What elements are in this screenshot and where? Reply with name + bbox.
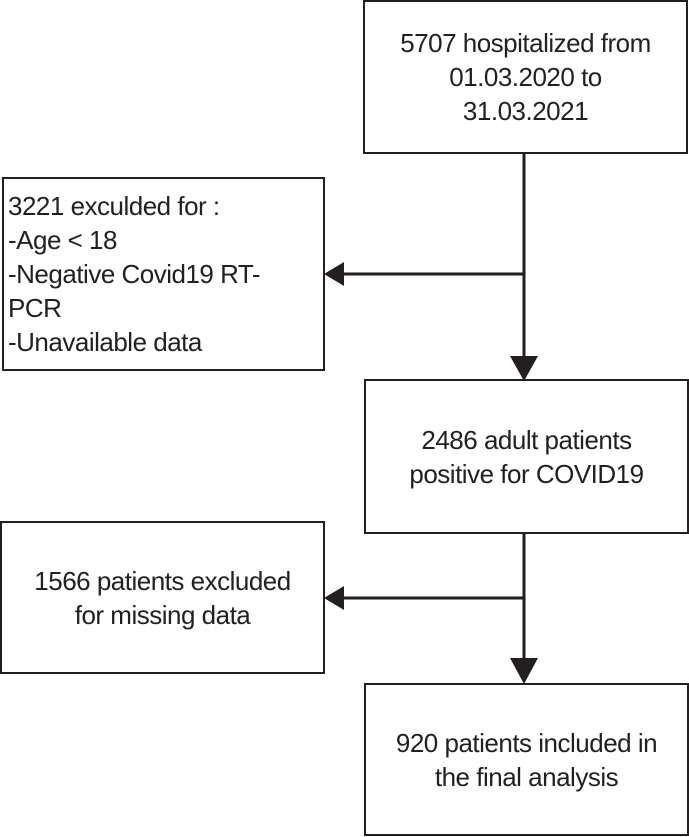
node-adult-positive-text: 2486 adult patients positive for COVID19 (409, 424, 644, 489)
node-excluded-first: 3221 exculded for : -Age < 18 -Negative … (2, 177, 325, 371)
node-hospitalized: 5707 hospitalized from 01.03.2020 to 31.… (363, 0, 688, 154)
arrowhead-left-icon (324, 586, 344, 610)
arrowhead-down-icon (510, 658, 538, 684)
node-excluded-missing: 1566 patients excluded for missing data (0, 521, 325, 674)
node-final-analysis: 920 patients included in the final analy… (364, 683, 689, 836)
node-hospitalized-text: 5707 hospitalized from 01.03.2020 to 31.… (400, 28, 651, 126)
node-excluded-missing-text: 1566 patients excluded for missing data (34, 565, 291, 630)
node-excluded-first-text: 3221 exculded for : -Age < 18 -Negative … (8, 191, 261, 357)
node-final-analysis-text: 920 patients included in the final analy… (395, 727, 658, 792)
arrowhead-down-icon (510, 356, 538, 381)
node-adult-positive: 2486 adult patients positive for COVID19 (364, 379, 689, 534)
arrowhead-left-icon (324, 262, 344, 286)
